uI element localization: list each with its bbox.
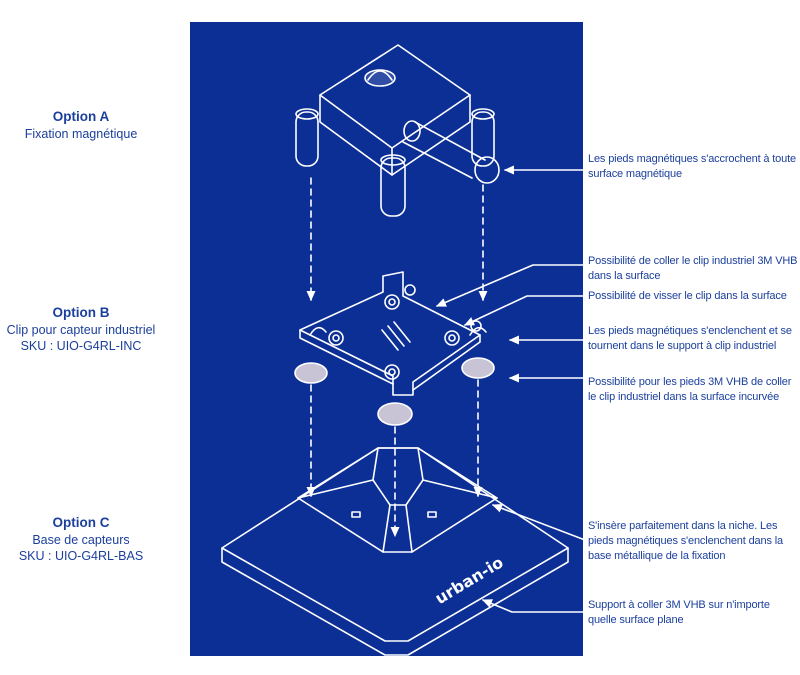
option-a-title: Option A (52, 109, 110, 124)
annotation-niche-fit: S'insère parfaitement dans la niche. Les… (588, 520, 783, 562)
sensor-base (221, 447, 569, 656)
annotation-glue-clip: Possibilité de coller le clip industriel… (588, 255, 798, 282)
option-b-sku: SKU : UIO-G4RL-INC (20, 339, 142, 353)
option-c-sku: SKU : UIO-G4RL-BAS (18, 549, 144, 563)
vhb-pads (294, 357, 495, 426)
option-c-subtitle: Base de capteurs (32, 533, 130, 547)
option-a-label: Option A Fixation magnétique (0, 108, 162, 142)
option-c-label: Option C Base de capteurs SKU : UIO-G4RL… (0, 514, 162, 564)
option-c-title: Option C (52, 515, 110, 530)
annotation-screw-clip: Possibilité de visser le clip dans la su… (588, 290, 787, 302)
annotation-curved-surface: Possibilité pour les pieds 3M VHB de col… (588, 376, 792, 403)
annotation-magnetic-snap: Les pieds magnétiques s'enclenchent et s… (588, 325, 792, 352)
annotation-magnetic-surface: Les pieds magnétiques s'accrochent à tou… (588, 153, 796, 180)
option-b-title: Option B (52, 305, 110, 320)
industrial-clip (299, 271, 487, 396)
annotation-flat-surface: Support à coller 3M VHB sur n'importe qu… (588, 599, 770, 626)
option-b-label: Option B Clip pour capteur industriel SK… (0, 304, 162, 354)
urban-io-logo: urban-io (432, 553, 507, 608)
magnetic-mount-block (295, 44, 500, 217)
option-b-subtitle: Clip pour capteur industriel (6, 323, 156, 337)
option-a-subtitle: Fixation magnétique (24, 127, 138, 141)
